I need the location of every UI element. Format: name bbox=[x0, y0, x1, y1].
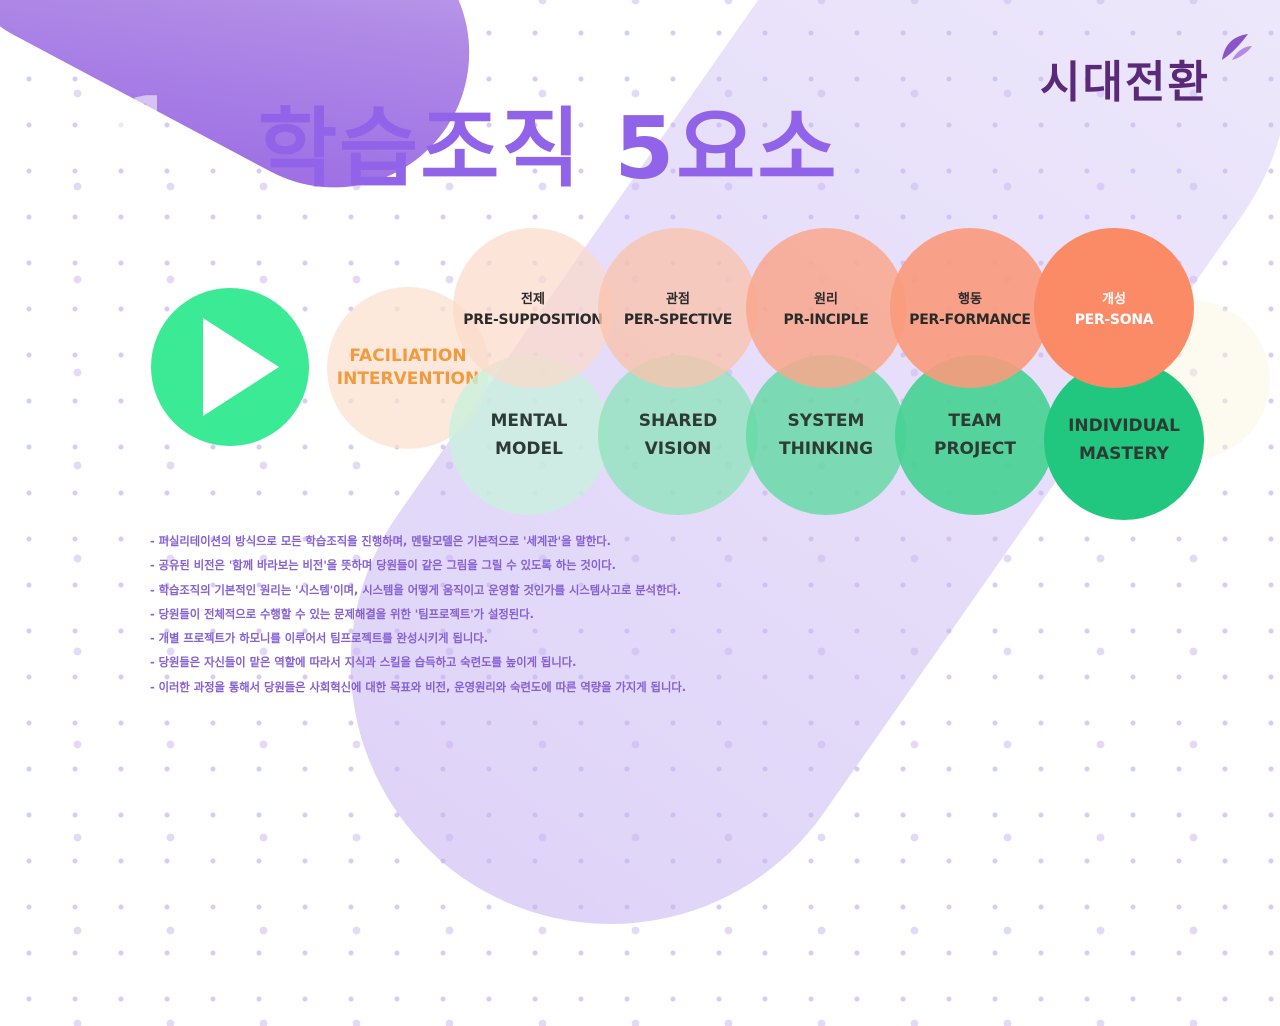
list-item: - 개별 프로젝트가 하모니를 이루어서 팀프로젝트를 완성시키게 됩니다. bbox=[150, 632, 488, 646]
leaf-icon bbox=[1222, 34, 1252, 60]
element-presupposition: 전제 PRE-SUPPOSITION bbox=[453, 228, 613, 388]
slide-title: 학습조직 5요소 bbox=[258, 99, 839, 199]
element-line2: MASTERY bbox=[1079, 444, 1169, 464]
element-english: PR-INCIPLE bbox=[783, 312, 869, 328]
element-line1: INDIVIDUAL bbox=[1068, 416, 1180, 436]
element-principle: 원리 PR-INCIPLE bbox=[746, 228, 906, 388]
element-line1: MENTAL bbox=[490, 411, 568, 431]
element-line1: SHARED bbox=[638, 411, 718, 431]
element-performance: 행동 PER-FORMANCE bbox=[890, 228, 1050, 388]
slide-number: 01 bbox=[85, 84, 172, 158]
element-korean: 관점 bbox=[666, 292, 690, 307]
element-korean: 개성 bbox=[1102, 292, 1126, 307]
description-list: - 퍼실리테이션의 방식으로 모든 학습조직을 진행하며, 멘탈모델은 기본적으… bbox=[150, 530, 686, 700]
facilitation-line2: INTERVENTION bbox=[336, 369, 480, 389]
element-persona: 개성 PER-SONA bbox=[1034, 228, 1194, 388]
element-korean: 전제 bbox=[521, 292, 545, 307]
list-item: - 당원들은 자신들이 맡은 역할에 따라서 지식과 스킬을 습득하고 숙련도를… bbox=[150, 656, 577, 670]
element-english: PRE-SUPPOSITION bbox=[463, 312, 603, 328]
list-item: - 이러한 과정을 통해서 당원들은 사회혁신에 대한 목표와 비전, 운영원리… bbox=[150, 680, 687, 694]
element-line1: SYSTEM bbox=[787, 411, 865, 431]
list-item: - 학습조직의 기본적인 원리는 '시스템'이며, 시스템을 어떻게 움직이고 … bbox=[150, 583, 682, 597]
element-korean: 원리 bbox=[814, 292, 838, 307]
element-line2: THINKING bbox=[778, 439, 874, 459]
list-item: - 공유된 비전은 '함께 바라보는 비전'을 뜻하며 당원들이 같은 그림을 … bbox=[150, 559, 616, 573]
element-line2: MODEL bbox=[495, 439, 563, 459]
element-english: PER-SPECTIVE bbox=[623, 312, 733, 328]
element-line2: VISION bbox=[644, 439, 712, 459]
logo-text: 시대전환 bbox=[1040, 57, 1210, 108]
play-button[interactable] bbox=[151, 288, 309, 446]
element-perspective: 관점 PER-SPECTIVE bbox=[598, 228, 758, 388]
element-korean: 행동 bbox=[958, 292, 982, 307]
element-mental-model: MENTAL MODEL bbox=[449, 355, 609, 515]
facilitation-line1: FACILIATION bbox=[349, 346, 467, 366]
element-individual-mastery: INDIVIDUAL MASTERY bbox=[1044, 360, 1204, 520]
list-item: - 퍼실리테이션의 방식으로 모든 학습조직을 진행하며, 멘탈모델은 기본적으… bbox=[150, 535, 611, 548]
element-line1: TEAM bbox=[948, 411, 1002, 431]
play-icon bbox=[203, 318, 279, 416]
element-english: PER-SONA bbox=[1074, 312, 1154, 328]
list-item: - 당원들이 전체적으로 수행할 수 있는 문제해결을 위한 '팀프로젝트'가 … bbox=[150, 607, 534, 621]
element-english: PER-FORMANCE bbox=[909, 312, 1031, 328]
element-line2: PROJECT bbox=[933, 439, 1016, 459]
